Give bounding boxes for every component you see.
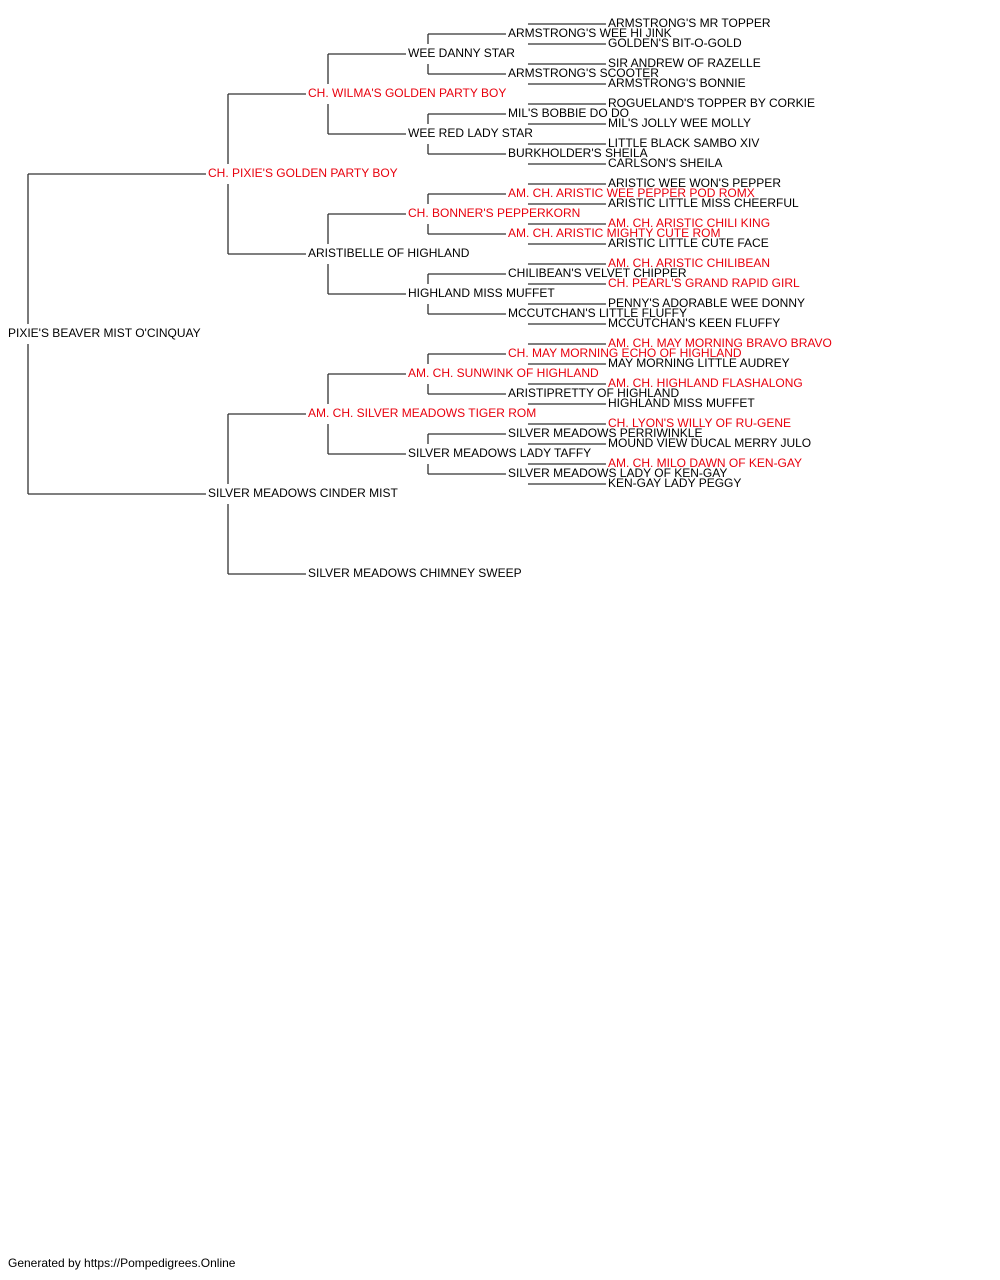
pedigree-name: ARMSTRONG'S MR TOPPER [608, 16, 771, 30]
pedigree-name: AM. CH. ARISTIC WEE PEPPER POD ROMX [508, 186, 755, 200]
pedigree-name: CARLSON'S SHEILA [608, 156, 722, 170]
footer-credit: Generated by https://Pompedigrees.Online [8, 1256, 236, 1270]
pedigree-name: CH. PIXIE'S GOLDEN PARTY BOY [208, 166, 398, 180]
pedigree-name: SIR ANDREW OF RAZELLE [608, 56, 761, 70]
pedigree-name: AM. CH. ARISTIC CHILI KING [608, 216, 770, 230]
pedigree-name: PIXIE'S BEAVER MIST O'CINQUAY [8, 326, 201, 340]
pedigree-name: AM. CH. ARISTIC MIGHTY CUTE ROM [508, 226, 720, 240]
pedigree-name: ARISTIC LITTLE MISS CHEERFUL [608, 196, 799, 210]
pedigree-name: AM. CH. MAY MORNING BRAVO BRAVO [608, 336, 832, 350]
pedigree-name: AM. CH. SUNWINK OF HIGHLAND [408, 366, 599, 380]
pedigree-name: CH. BONNER'S PEPPERKORN [408, 206, 580, 220]
pedigree-name: CH. PEARL'S GRAND RAPID GIRL [608, 276, 800, 290]
pedigree-name: ARMSTRONG'S WEE HI JINK [508, 26, 672, 40]
pedigree-name: WEE RED LADY STAR [408, 126, 533, 140]
pedigree-name: WEE DANNY STAR [408, 46, 515, 60]
pedigree-name: HIGHLAND MISS MUFFET [408, 286, 555, 300]
pedigree-name: ARMSTRONG'S SCOOTER [508, 66, 659, 80]
pedigree-name: MIL'S JOLLY WEE MOLLY [608, 116, 751, 130]
pedigree-name: CH. MAY MORNING ECHO OF HIGHLAND [508, 346, 742, 360]
pedigree-name: ARISTIBELLE OF HIGHLAND [308, 246, 470, 260]
pedigree-name: HIGHLAND MISS MUFFET [608, 396, 755, 410]
pedigree-name: CH. LYON'S WILLY OF RU-GENE [608, 416, 791, 430]
pedigree-name: GOLDEN'S BIT-O-GOLD [608, 36, 742, 50]
pedigree-name: AM. CH. HIGHLAND FLASHALONG [608, 376, 803, 390]
pedigree-name: MOUND VIEW DUCAL MERRY JULO [608, 436, 811, 450]
pedigree-name: CHILIBEAN'S VELVET CHIPPER [508, 266, 687, 280]
pedigree-name: ROGUELAND'S TOPPER BY CORKIE [608, 96, 815, 110]
pedigree-name: CH. WILMA'S GOLDEN PARTY BOY [308, 86, 506, 100]
pedigree-name: BURKHOLDER'S SHEILA [508, 146, 648, 160]
pedigree-name: ARISTIPRETTY OF HIGHLAND [508, 386, 679, 400]
pedigree-name: SILVER MEADOWS CINDER MIST [208, 486, 398, 500]
pedigree-name: AM. CH. ARISTIC CHILIBEAN [608, 256, 770, 270]
pedigree-name: ARISTIC LITTLE CUTE FACE [608, 236, 769, 250]
pedigree-name: SILVER MEADOWS CHIMNEY SWEEP [308, 566, 522, 580]
pedigree-name: MCCUTCHAN'S KEEN FLUFFY [608, 316, 780, 330]
pedigree-name: ARMSTRONG'S BONNIE [608, 76, 746, 90]
pedigree-name: AM. CH. MILO DAWN OF KEN-GAY [608, 456, 802, 470]
pedigree-name: MIL'S BOBBIE DO DO [508, 106, 629, 120]
pedigree-name: KEN-GAY LADY PEGGY [608, 476, 741, 490]
pedigree-name: ARISTIC WEE WON'S PEPPER [608, 176, 781, 190]
pedigree-name: SILVER MEADOWS PERRIWINKLE [508, 426, 702, 440]
pedigree-name: MAY MORNING LITTLE AUDREY [608, 356, 790, 370]
pedigree-name: LITTLE BLACK SAMBO XIV [608, 136, 759, 150]
pedigree-name: PENNY'S ADORABLE WEE DONNY [608, 296, 805, 310]
pedigree-name: AM. CH. SILVER MEADOWS TIGER ROM [308, 406, 536, 420]
pedigree-name: MCCUTCHAN'S LITTLE FLUFFY [508, 306, 687, 320]
pedigree-name: SILVER MEADOWS LADY TAFFY [408, 446, 591, 460]
pedigree-name: SILVER MEADOWS LADY OF KEN-GAY [508, 466, 727, 480]
